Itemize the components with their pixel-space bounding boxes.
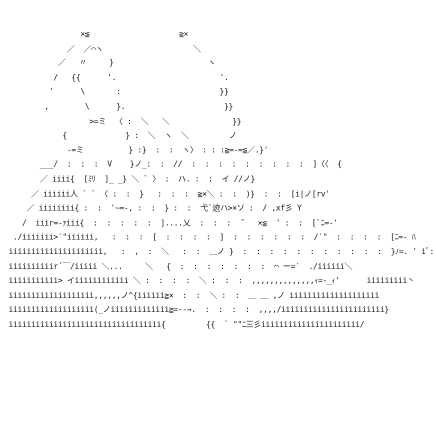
ascii-art-figure: ×≦ ≧× ／ ／⌒ヽ ＼ ／ 〃 } ヽ / {{ '. '. ' \ : [8,29,434,330]
